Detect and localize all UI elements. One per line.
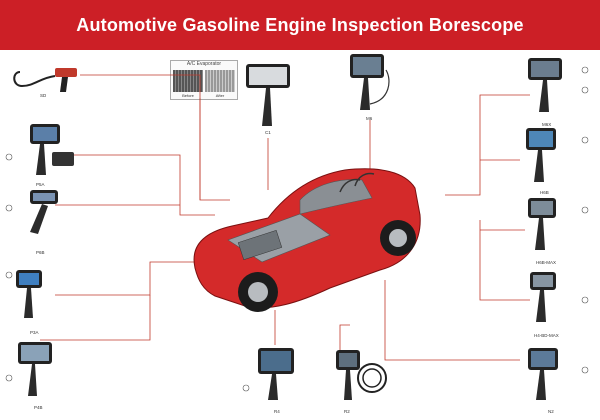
label-h6b-max: H6B-MAX (536, 260, 556, 265)
label-p3a: P3A (30, 330, 39, 335)
page-title: Automotive Gasoline Engine Inspection Bo… (76, 15, 524, 35)
label-n2: N2 (548, 409, 554, 414)
device-p6b[interactable] (5, 190, 58, 234)
label-h4-bd-max: H4-BD-MAX (534, 333, 559, 338)
label-h6b: H6B (540, 190, 549, 195)
title-banner (0, 0, 600, 50)
connector-n2 (384, 280, 520, 361)
evaporator-title: A/C Evaporator (186, 61, 222, 67)
connector-p5a (58, 154, 215, 216)
connector-p4b (40, 295, 151, 341)
connector-sd (80, 74, 230, 201)
connector-h4-bd-max (479, 220, 530, 301)
evaporator-before-label: Before (182, 93, 194, 98)
evaporator-before-image (173, 70, 203, 92)
label-m6: M6 (366, 116, 373, 121)
label-sd: SD (40, 93, 47, 98)
device-p5a[interactable] (5, 124, 74, 175)
connector-p3a (55, 261, 205, 296)
evaporator-inset: A/C Evaporator Before After (170, 60, 238, 100)
label-r4: R4 (274, 409, 280, 414)
label-p4b: P4B (34, 405, 43, 410)
device-h6b[interactable] (526, 128, 589, 182)
device-p3a[interactable] (5, 270, 42, 318)
device-sd[interactable] (13, 68, 77, 92)
connector-m6x (445, 94, 530, 196)
device-m6x[interactable] (528, 58, 589, 112)
device-p4b[interactable] (5, 342, 52, 396)
device-r2[interactable] (336, 350, 387, 400)
car-illustration (193, 168, 421, 312)
device-m6[interactable] (350, 54, 390, 110)
device-c1[interactable] (246, 64, 290, 126)
label-p5a: P5A (36, 182, 45, 187)
label-m6x: M6X (542, 122, 551, 127)
device-r4[interactable] (242, 348, 294, 400)
label-p6b: P6B (36, 250, 45, 255)
evaporator-after-image (205, 70, 235, 92)
label-c1: C1 (265, 130, 271, 135)
device-h4-bd-max[interactable] (530, 272, 589, 322)
device-n2[interactable] (528, 348, 589, 400)
evaporator-after-label: After (215, 93, 225, 98)
label-r2: R2 (344, 409, 350, 414)
device-h6b-max[interactable] (528, 198, 589, 250)
connector-lines (40, 74, 530, 361)
connector-r2 (339, 324, 350, 360)
